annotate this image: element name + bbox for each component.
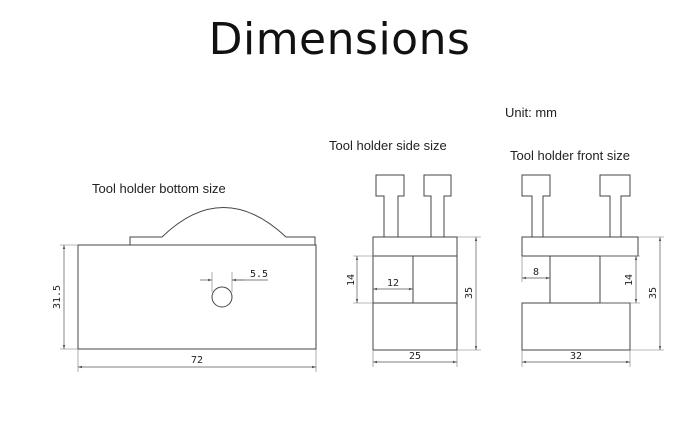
front-slot-width-label: 8 bbox=[533, 267, 539, 278]
bottom-view-caption: Tool holder bottom size bbox=[92, 181, 226, 196]
side-height-label: 35 bbox=[464, 287, 475, 299]
front-clamp-right bbox=[599, 174, 631, 238]
mount-hole bbox=[211, 286, 233, 308]
side-width-label: 25 bbox=[409, 351, 421, 362]
side-view: 12 14 35 25 bbox=[346, 174, 481, 367]
front-view: 8 14 35 32 bbox=[521, 174, 664, 367]
side-top-block bbox=[372, 236, 458, 257]
page-title: Dimensions bbox=[208, 14, 471, 65]
bottom-width-label: 72 bbox=[191, 355, 203, 366]
front-clamp-left bbox=[521, 174, 551, 238]
bottom-height-label: 31.5 bbox=[52, 285, 63, 309]
bottom-view: 5.5 31.5 72 bbox=[52, 207, 317, 372]
front-inner-height-label: 14 bbox=[624, 274, 635, 286]
side-view-caption: Tool holder side size bbox=[329, 138, 447, 153]
bottom-view-outline bbox=[77, 207, 317, 350]
side-inner-width-label: 12 bbox=[387, 278, 399, 289]
front-top-block bbox=[521, 236, 639, 257]
front-height-label: 35 bbox=[648, 287, 659, 299]
front-middle-block bbox=[549, 255, 601, 304]
side-clamp-left bbox=[375, 174, 405, 238]
hole-dimension-label: 5.5 bbox=[250, 269, 268, 280]
front-view-caption: Tool holder front size bbox=[510, 148, 630, 163]
front-base-block bbox=[521, 302, 631, 351]
side-inner-height-label: 14 bbox=[346, 274, 357, 286]
front-width-label: 32 bbox=[570, 351, 582, 362]
side-clamp-right bbox=[423, 174, 452, 238]
unit-label: Unit: mm bbox=[505, 105, 557, 120]
